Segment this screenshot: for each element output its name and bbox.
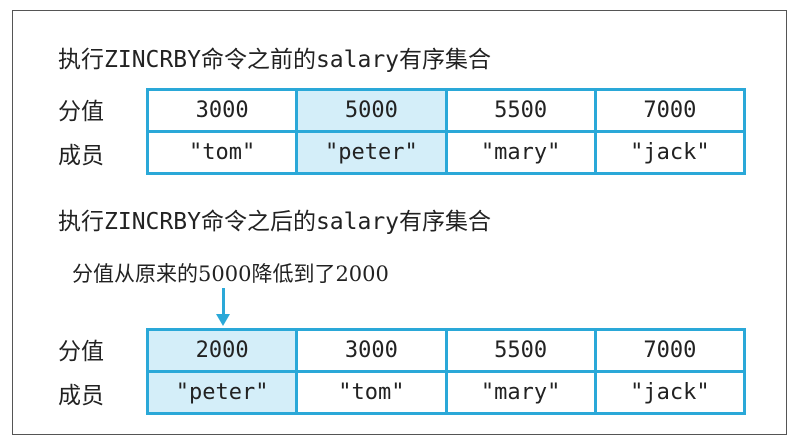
- before-score-cell: 7000: [593, 88, 747, 133]
- before-score-cell: 3000: [145, 88, 299, 133]
- after-member-cell: "tom": [295, 370, 448, 415]
- before-score-row: 3000 5000 5500 7000: [145, 88, 747, 133]
- after-member-cell: "jack": [593, 370, 747, 415]
- after-title-suffix: 有序集合: [399, 209, 492, 235]
- annotation-arrow-head-icon: [216, 314, 230, 326]
- before-title-command: ZINCRBY: [104, 47, 201, 73]
- after-score-cell: 5500: [444, 328, 597, 373]
- before-member-label: 成员: [58, 143, 104, 169]
- after-sorted-set-table: 2000 3000 5500 7000 "peter" "tom" "mary"…: [145, 328, 747, 415]
- after-title-middle: 命令之后的: [200, 209, 316, 235]
- diagram-frame: [12, 10, 787, 435]
- after-title-command: ZINCRBY: [104, 209, 201, 235]
- before-title: 执行ZINCRBY命令之前的salary有序集合: [58, 40, 491, 74]
- before-member-cell: "jack": [593, 130, 747, 175]
- after-score-cell: 7000: [593, 328, 747, 373]
- after-member-row: "peter" "tom" "mary" "jack": [145, 370, 747, 415]
- after-score-cell: 3000: [295, 328, 448, 373]
- before-title-suffix: 有序集合: [399, 47, 492, 73]
- after-title-key: salary: [315, 209, 400, 235]
- before-score-cell-highlighted: 5000: [295, 88, 448, 133]
- before-title-prefix: 执行: [58, 47, 104, 73]
- before-title-key: salary: [315, 47, 400, 73]
- after-member-cell-highlighted: "peter": [145, 370, 299, 415]
- annotation-arrow-line: [222, 288, 225, 318]
- after-title: 执行ZINCRBY命令之后的salary有序集合: [58, 202, 491, 236]
- before-member-row: "tom" "peter" "mary" "jack": [145, 130, 747, 175]
- after-member-cell: "mary": [444, 370, 597, 415]
- before-member-cell: "mary": [444, 130, 597, 175]
- before-member-cell: "tom": [145, 130, 299, 175]
- before-score-cell: 5500: [444, 88, 597, 133]
- after-score-row: 2000 3000 5500 7000: [145, 328, 747, 373]
- after-score-label: 分值: [58, 339, 104, 365]
- after-score-cell-highlighted: 2000: [145, 328, 299, 373]
- after-member-label: 成员: [58, 383, 104, 409]
- before-score-label: 分值: [58, 99, 104, 125]
- after-title-prefix: 执行: [58, 209, 104, 235]
- before-sorted-set-table: 3000 5000 5500 7000 "tom" "peter" "mary"…: [145, 88, 747, 175]
- change-annotation: 分值从原来的5000降低到了2000: [72, 262, 389, 286]
- before-title-middle: 命令之前的: [200, 47, 316, 73]
- before-member-cell-highlighted: "peter": [295, 130, 448, 175]
